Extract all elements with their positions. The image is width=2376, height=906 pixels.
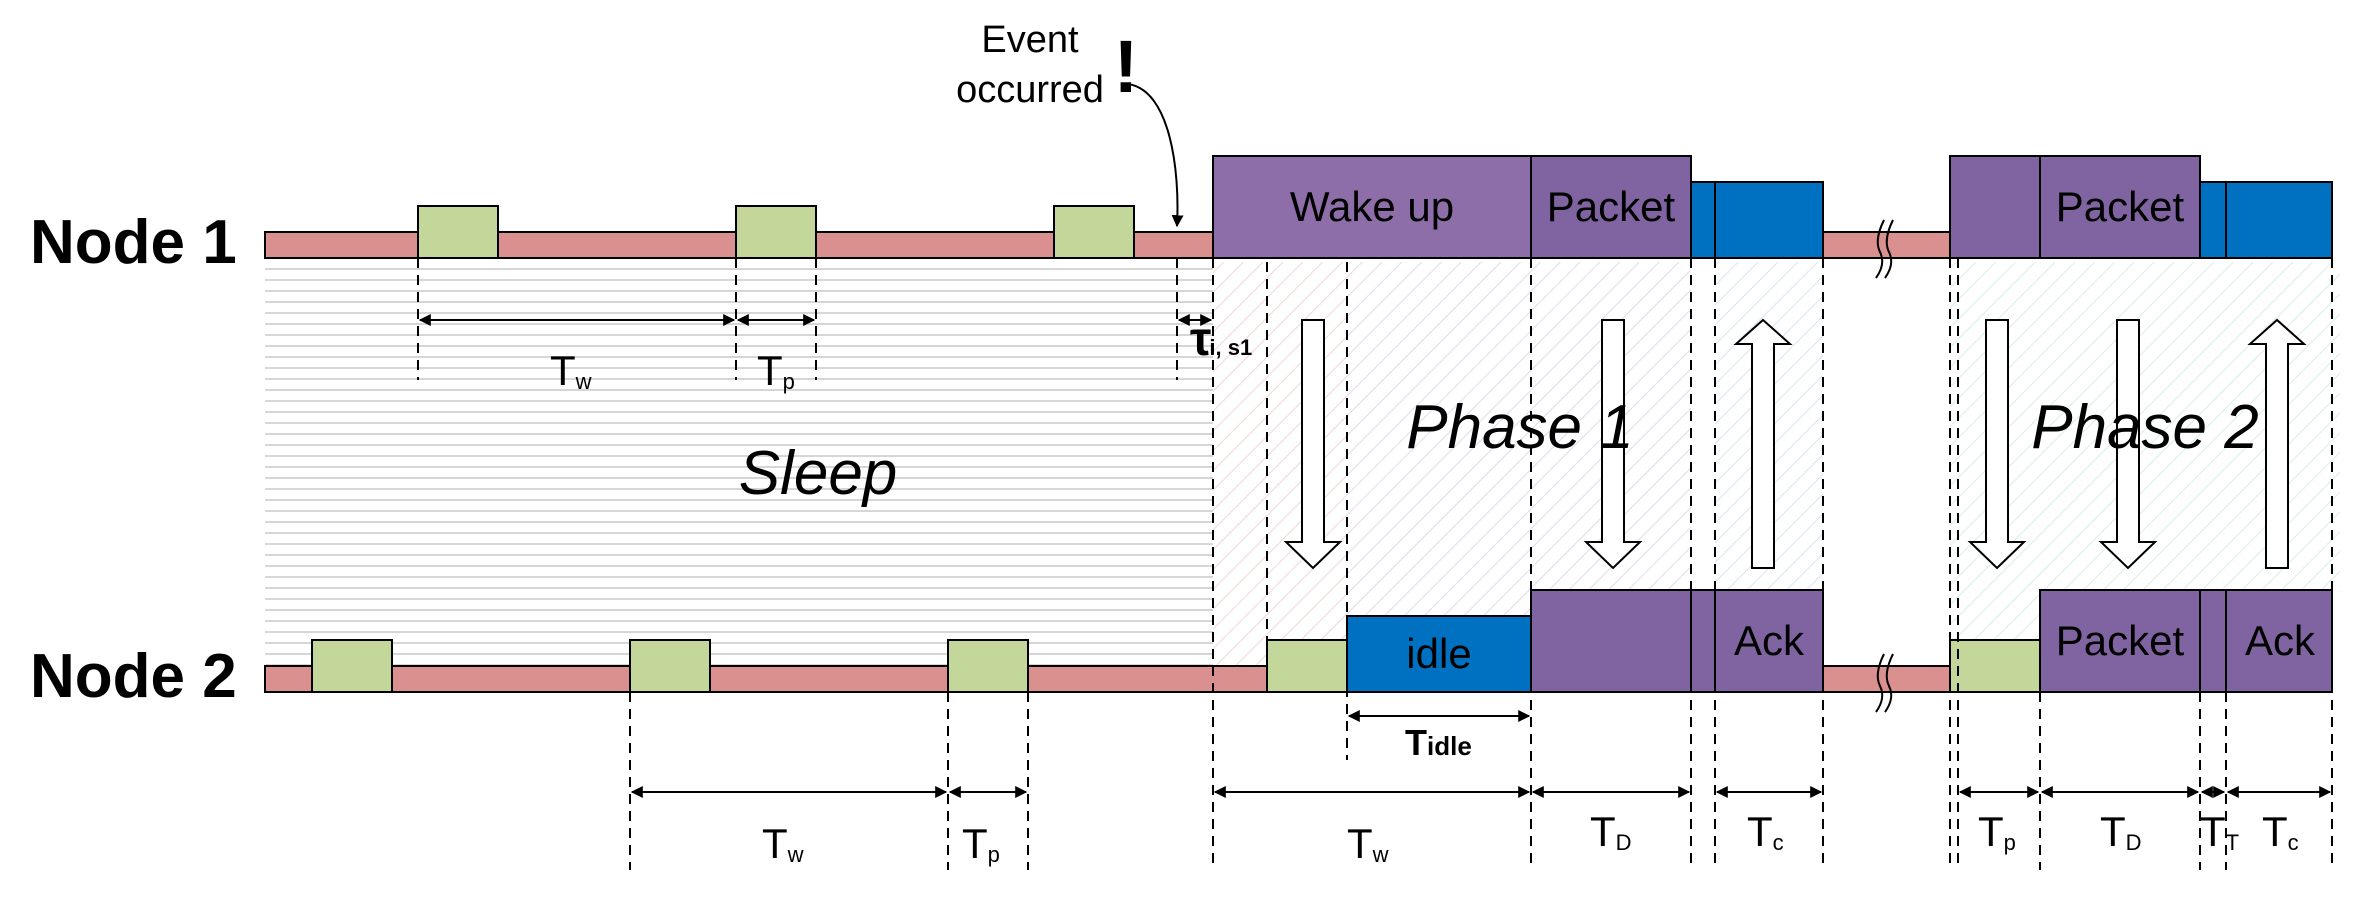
event-label-line1: Event bbox=[981, 19, 1079, 61]
packet-label: Packet bbox=[1547, 183, 1676, 230]
phase2-packet-rx-label: Packet bbox=[2056, 617, 2185, 664]
node2-phase2-ack-box bbox=[2199, 589, 2333, 693]
phase1-region-a bbox=[1213, 262, 1347, 672]
transmission-arrows bbox=[1283, 318, 2307, 570]
phase2-label: Phase 2 bbox=[2031, 393, 2259, 462]
tp-label: Tp bbox=[962, 820, 1000, 867]
tw-label: Tw bbox=[762, 820, 804, 867]
node1-label: Node 1 bbox=[30, 208, 237, 277]
node1-wakeup-box bbox=[1212, 155, 1532, 259]
node2-phase2-packet-box bbox=[2039, 589, 2201, 693]
ack-label: Ack bbox=[1734, 617, 1805, 664]
down-arrow bbox=[2098, 319, 2158, 570]
phase2-region-b bbox=[2040, 262, 2340, 592]
event-label-line2: occurred bbox=[956, 69, 1104, 111]
td-label: TD bbox=[1590, 808, 1632, 855]
node2-phase2-listen-slot bbox=[1949, 639, 2041, 693]
td-label: TD bbox=[2100, 808, 2142, 855]
sleep-region bbox=[265, 262, 1213, 672]
down-arrow bbox=[1967, 319, 2027, 570]
event-mark: ! bbox=[1114, 25, 1139, 108]
node2-receive-box bbox=[1530, 589, 1692, 693]
tp-label: Tp bbox=[757, 347, 795, 394]
phase1-label: Phase 1 bbox=[1406, 393, 1634, 462]
tp-label: Tp bbox=[1978, 808, 2016, 855]
node1-packet-box bbox=[1530, 155, 1692, 259]
tc-label: Tc bbox=[2262, 808, 2299, 855]
node2-ack-box bbox=[1690, 589, 1824, 693]
phase2-ack-label: Ack bbox=[2245, 617, 2316, 664]
up-arrow bbox=[1733, 318, 1793, 569]
node2-listen-slot bbox=[311, 639, 393, 693]
tidle-label: Tidle bbox=[1405, 722, 1472, 763]
node2-listen-slot bbox=[629, 639, 711, 693]
phase2-packet-label: Packet bbox=[2056, 183, 2185, 230]
node1-listen-slot bbox=[417, 205, 499, 259]
node1-phase2-packet-box bbox=[2039, 155, 2201, 259]
tau-label: τi, s1 bbox=[1190, 313, 1252, 366]
phase1-region-b bbox=[1347, 262, 1531, 620]
tw-label: Tw bbox=[1347, 820, 1389, 867]
node2-channel bbox=[264, 665, 1348, 693]
event-pointer bbox=[1127, 83, 1184, 228]
up-arrow bbox=[2247, 318, 2307, 569]
idle-label: idle bbox=[1406, 630, 1471, 677]
break-mark bbox=[1875, 219, 1894, 713]
node1-phase2-wakeup-box bbox=[1949, 155, 2041, 259]
down-arrow bbox=[1283, 319, 1343, 570]
node1-listen-slot bbox=[735, 205, 817, 259]
node2-listen-slot bbox=[1266, 639, 1348, 693]
node2-label: Node 2 bbox=[30, 642, 237, 711]
tt-label: TT bbox=[2200, 808, 2239, 855]
tc-label: Tc bbox=[1747, 808, 1784, 855]
node1-listen-slot bbox=[1053, 205, 1135, 259]
node1-phase2-ack-listen-box bbox=[2199, 181, 2333, 259]
tw-label: Tw bbox=[550, 347, 592, 394]
sleep-label: Sleep bbox=[739, 439, 898, 508]
down-arrow bbox=[1583, 319, 1643, 570]
guide-lines bbox=[417, 258, 2333, 870]
dimension-arrows bbox=[418, 314, 2332, 798]
wakeup-label: Wake up bbox=[1290, 183, 1454, 230]
node2-listen-slot bbox=[947, 639, 1029, 693]
node1-ack-listen-box bbox=[1690, 181, 1824, 259]
